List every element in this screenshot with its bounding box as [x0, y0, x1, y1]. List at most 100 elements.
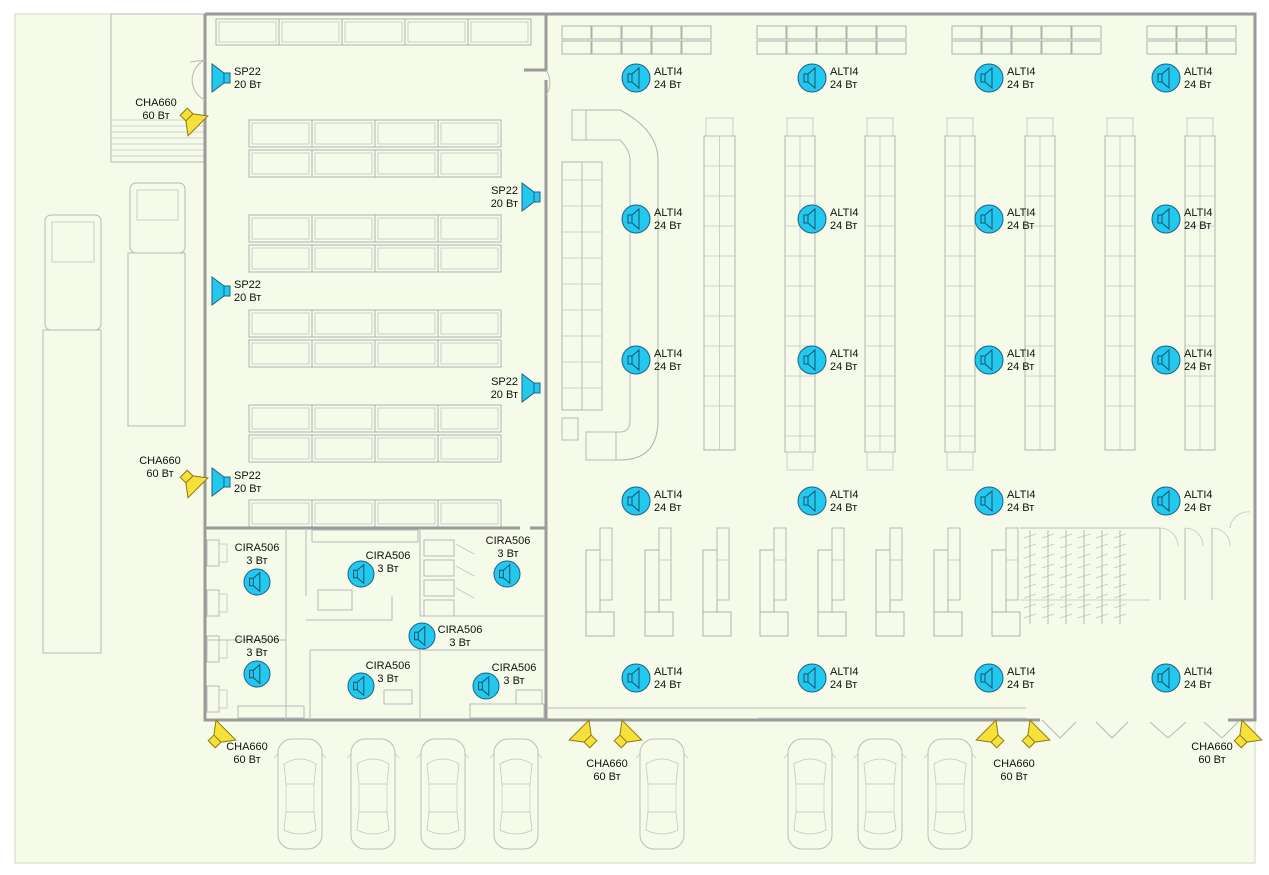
ceiling-speaker-icon[interactable]: [621, 204, 651, 234]
wall-speaker-icon[interactable]: [521, 182, 541, 212]
horn-speaker-icon[interactable]: [174, 464, 209, 499]
ceiling-speaker-icon[interactable]: [1151, 486, 1181, 516]
horn-speaker-icon[interactable]: [975, 719, 1010, 754]
speaker-model-label: CIRA506: [235, 634, 280, 646]
speaker-model-label: ALTI4: [1007, 348, 1036, 360]
speaker-model-label: SP22: [234, 470, 261, 482]
ceiling-speaker-icon[interactable]: [472, 672, 500, 700]
speaker-model-label: ALTI4: [1184, 489, 1213, 501]
horn-speaker-icon[interactable]: [608, 719, 643, 754]
ceiling-speaker-icon[interactable]: [797, 345, 827, 375]
horn-speaker-icon[interactable]: [1228, 719, 1263, 754]
speaker-power-label: 24 Вт: [1184, 79, 1211, 91]
horn-speaker-icon[interactable]: [1016, 719, 1051, 754]
speaker-power-label: 24 Вт: [1184, 361, 1211, 373]
ceiling-speaker-icon[interactable]: [347, 560, 375, 588]
ceiling-speaker-icon[interactable]: [797, 63, 827, 93]
speaker-power-label: 24 Вт: [1184, 679, 1211, 691]
ceiling-speaker-icon[interactable]: [797, 663, 827, 693]
speaker-model-label: ALTI4: [1007, 489, 1036, 501]
speaker-power-label: 24 Вт: [1184, 220, 1211, 232]
ceiling-speaker-icon[interactable]: [1151, 663, 1181, 693]
wall-speaker-icon[interactable]: [211, 63, 231, 93]
ceiling-speaker-icon[interactable]: [621, 63, 651, 93]
ceiling-speaker-icon[interactable]: [1151, 345, 1181, 375]
ceiling-speaker-icon[interactable]: [621, 345, 651, 375]
speaker-model-label: ALTI4: [1184, 666, 1213, 678]
ceiling-speaker-icon[interactable]: [621, 663, 651, 693]
ceiling-speaker-icon[interactable]: [408, 622, 436, 650]
wall-speaker-icon[interactable]: [211, 276, 231, 306]
speaker-power-label: 3 Вт: [246, 555, 267, 567]
speaker-model-label: CHA660: [139, 455, 181, 467]
ceiling-speaker-icon[interactable]: [243, 568, 271, 596]
wall-speaker-icon[interactable]: [211, 467, 231, 497]
speaker-model-label: ALTI4: [654, 666, 683, 678]
speaker-power-label: 24 Вт: [830, 220, 857, 232]
ceiling-speaker-icon[interactable]: [974, 486, 1004, 516]
ceiling-speaker-icon[interactable]: [797, 486, 827, 516]
speaker-power-label: 24 Вт: [830, 679, 857, 691]
horn-speaker-icon[interactable]: [174, 102, 209, 137]
ceiling-speaker-icon[interactable]: [493, 560, 521, 588]
ceiling-speaker-icon[interactable]: [974, 63, 1004, 93]
speaker-power-label: 3 Вт: [377, 673, 398, 685]
speaker-power-label: 3 Вт: [246, 647, 267, 659]
ceiling-speaker-icon[interactable]: [974, 663, 1004, 693]
speaker-model-label: ALTI4: [1007, 666, 1036, 678]
ceiling-speaker-icon[interactable]: [243, 660, 271, 688]
ceiling-speaker-icon[interactable]: [797, 204, 827, 234]
ceiling-speaker-icon[interactable]: [1151, 63, 1181, 93]
horn-speaker-icon[interactable]: [568, 719, 603, 754]
ceiling-speaker-icon[interactable]: [974, 204, 1004, 234]
speaker-model-label: ALTI4: [654, 207, 683, 219]
ceiling-speaker-icon[interactable]: [347, 672, 375, 700]
speaker-power-label: 24 Вт: [654, 361, 681, 373]
wall-speaker-icon[interactable]: [521, 373, 541, 403]
ceiling-speaker-icon[interactable]: [1151, 204, 1181, 234]
ceiling-speaker-icon[interactable]: [974, 345, 1004, 375]
ceiling-speaker-icon[interactable]: [621, 486, 651, 516]
speaker-power-label: 24 Вт: [654, 502, 681, 514]
speaker-power-label: 3 Вт: [449, 637, 470, 649]
horn-speaker-icon[interactable]: [202, 719, 237, 754]
